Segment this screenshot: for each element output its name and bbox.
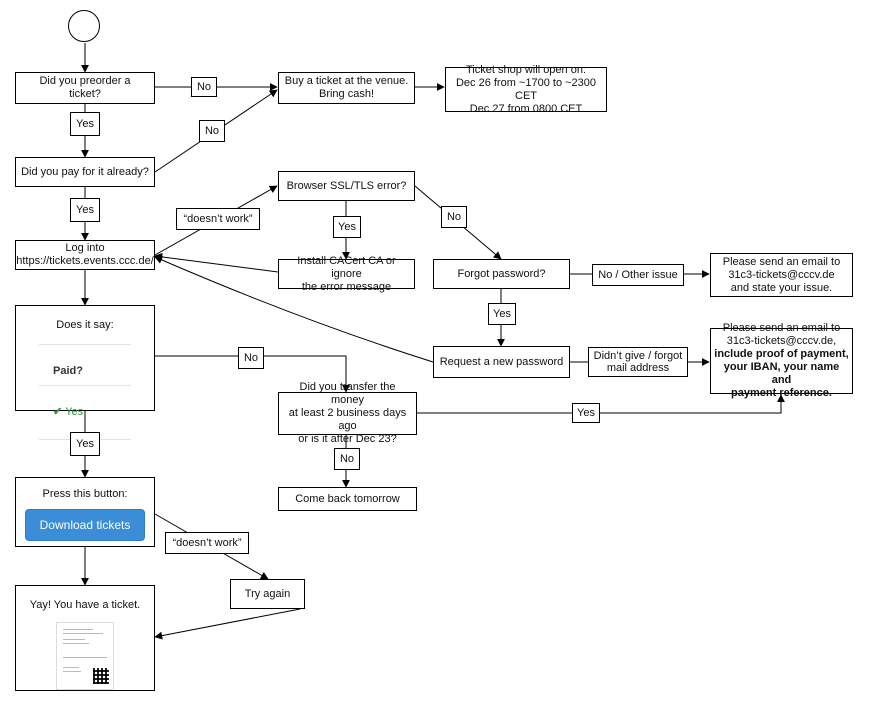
label-yes-forgot: Yes [488, 303, 516, 325]
node-email-issue: Please send an email to 31c3-tickets@ccc… [710, 253, 853, 297]
node-press-button: Press this button: Download tickets [15, 477, 155, 547]
node-buy-venue: Buy a ticket at the venue. Bring cash! [278, 72, 415, 104]
node-ssl-error: Browser SSL/TLS error? [278, 171, 415, 201]
have-ticket-text: Yay! You have a ticket. [29, 599, 141, 611]
ticket-preview-image [56, 622, 114, 690]
qr-code-icon [93, 668, 109, 684]
label-doesnt-work-download: “doesn’t work” [165, 532, 249, 554]
node-transfer: Did you transfer the money at least 2 bu… [278, 381, 417, 445]
arrow-install-to-login [154, 252, 279, 273]
label-no-preorder: No [191, 77, 217, 97]
node-ticket-shop: Ticket shop will open on: Dec 26 from ~1… [445, 64, 607, 115]
node-paid-status: Does it say: Paid? ✔ Yes [15, 305, 155, 440]
does-it-say-text: Does it say: [56, 319, 114, 331]
label-no-transfer: No [334, 448, 360, 470]
label-no-other-issue: No / Other issue [592, 264, 684, 286]
label-yes-paid: Yes [70, 198, 100, 222]
download-tickets-button[interactable]: Download tickets [25, 509, 145, 541]
node-request-password: Request a new password [433, 346, 570, 378]
paid-header: Paid? [39, 358, 131, 386]
node-install-ca: Install CACert CA or ignore the error me… [278, 255, 415, 293]
paid-status-widget: Paid? ✔ Yes [39, 344, 131, 440]
label-no-ssl: No [441, 206, 467, 228]
email-proof-line2: 31c3-tickets@cccv.de, [726, 335, 837, 347]
paid-value-row: ✔ Yes [39, 399, 131, 426]
node-forgot-password: Forgot password? [433, 259, 570, 289]
node-have-ticket: Yay! You have a ticket. [15, 585, 155, 691]
label-no-paid-status: No [238, 347, 264, 369]
label-yes-preorder: Yes [70, 112, 100, 136]
arrow-transfer-to-proof [417, 394, 785, 414]
node-come-back: Come back tomorrow [278, 487, 417, 511]
start-node [68, 10, 100, 42]
checkmark-icon: ✔ [53, 406, 63, 418]
arrow-request-to-login [154, 256, 434, 363]
paid-value: Yes [65, 406, 84, 418]
node-preorder: Did you preorder a ticket? [15, 72, 155, 104]
node-email-proof: Please send an email to 31c3-tickets@ccc… [710, 322, 853, 399]
node-try-again: Try again [230, 579, 305, 609]
label-no-paid: No [199, 120, 225, 142]
label-yes-transfer: Yes [572, 403, 600, 423]
arrow-tryagain-to-ticket [154, 608, 301, 640]
node-login: Log into https://tickets.events.ccc.de/ [15, 240, 155, 270]
email-proof-line1: Please send an email to [722, 322, 841, 334]
arrow-status-to-transfer [155, 355, 350, 393]
label-yes-ssl: Yes [333, 216, 361, 238]
email-proof-bold: include proof of payment, your IBAN, you… [714, 348, 849, 399]
label-didnt-give: Didn’t give / forgot mail address [588, 347, 688, 377]
press-button-text: Press this button: [42, 488, 128, 500]
label-doesnt-work-login: “doesn’t work” [176, 208, 260, 230]
node-paid-already: Did you pay for it already? [15, 157, 155, 187]
label-yes-paid-status: Yes [70, 432, 100, 456]
